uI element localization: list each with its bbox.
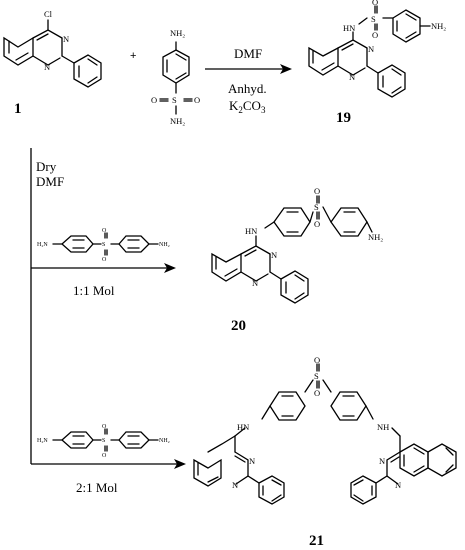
- atom-n: N: [349, 72, 355, 82]
- atom-o: O: [151, 95, 157, 105]
- atom-o: O: [102, 228, 107, 234]
- dapsone-reagent-1: H₂N S O O NH₂: [37, 228, 170, 263]
- atom-hn: HN: [343, 23, 355, 33]
- atom-o: O: [314, 355, 320, 365]
- atom-n: N: [271, 250, 277, 260]
- arrow-reaction-3: [31, 459, 186, 469]
- ratio-1-1: 1:1 Mol: [73, 283, 115, 298]
- atom-s: S: [102, 242, 105, 248]
- condition-dry: Dry: [36, 159, 57, 174]
- atom-s: S: [172, 95, 177, 105]
- atom-n: N: [232, 480, 238, 490]
- atom-n: N: [395, 480, 401, 490]
- atom-hn: HN: [237, 422, 249, 432]
- atom-o: O: [314, 388, 320, 398]
- condition-k2co3: K2CO3: [229, 98, 266, 115]
- atom-nh2: NH₂: [431, 21, 446, 31]
- arrow-reaction-1: [205, 64, 292, 74]
- atom-nh2: NH₂: [170, 116, 185, 126]
- atom-nh: NH: [377, 422, 389, 432]
- atom-o: O: [314, 219, 320, 229]
- atom-s: S: [314, 371, 319, 381]
- arrow-reaction-2: [31, 263, 176, 273]
- atom-n: N: [249, 456, 255, 466]
- atom-s: S: [314, 202, 319, 212]
- compound-20-structure: HN S O O NH₂ N N: [211, 186, 383, 304]
- atom-s: S: [102, 438, 105, 444]
- atom-n: N: [44, 62, 50, 72]
- condition-dry-dmf: DMF: [36, 174, 64, 189]
- ratio-2-1: 2:1 Mol: [76, 480, 118, 495]
- atom-hn: HN: [245, 226, 257, 236]
- atom-s: S: [371, 14, 376, 24]
- condition-anhyd: Anhyd.: [228, 81, 267, 96]
- compound-label-1: 1: [14, 101, 22, 117]
- atom-h2n: H₂N: [37, 438, 48, 444]
- atom-nh2: NH₂: [368, 232, 383, 242]
- atom-nh2: NH₂: [159, 242, 170, 248]
- sulfanilamide-structure: NH₂ S O O NH₂: [151, 28, 200, 126]
- compound-label-19: 19: [336, 110, 351, 126]
- atom-o: O: [102, 453, 107, 459]
- atom-o: O: [102, 257, 107, 263]
- atom-cl: Cl: [44, 9, 53, 19]
- atom-o: O: [314, 186, 320, 196]
- atom-n: N: [63, 34, 69, 44]
- atom-o: O: [194, 95, 200, 105]
- atom-o: O: [372, 30, 378, 40]
- compound-21-structure: HN NH S O O N N N N: [193, 355, 457, 505]
- atom-n: N: [379, 456, 385, 466]
- atom-n: N: [252, 278, 258, 288]
- compound-1-structure: Cl N N: [3, 9, 102, 88]
- compound-label-20: 20: [231, 318, 246, 334]
- condition-dmf: DMF: [234, 46, 262, 61]
- atom-n: N: [368, 44, 374, 54]
- plus-sign: +: [130, 50, 136, 62]
- atom-nh2: NH₂: [159, 438, 170, 444]
- atom-nh2: NH₂: [170, 28, 185, 38]
- atom-o: O: [372, 0, 378, 7]
- compound-19-structure: HN S O O NH₂ N N: [308, 0, 446, 98]
- compound-label-21: 21: [309, 533, 324, 549]
- atom-o: O: [102, 424, 107, 430]
- atom-h2n: H₂N: [37, 242, 48, 248]
- dapsone-reagent-2: H₂N S O O NH₂: [37, 424, 170, 459]
